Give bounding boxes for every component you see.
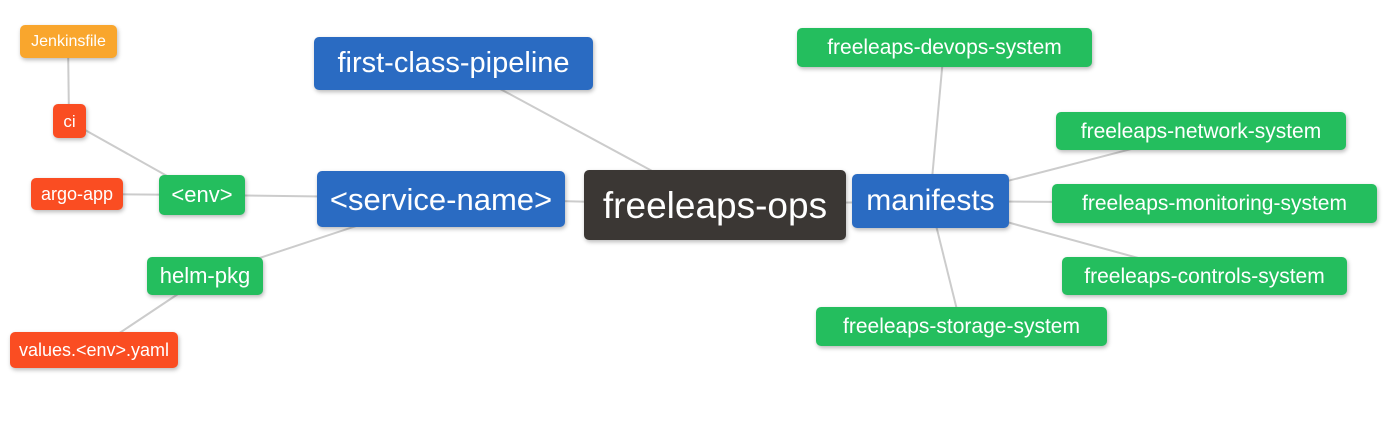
node-freeleaps-controls-system[interactable]: freeleaps-controls-system <box>1062 257 1347 295</box>
node-env[interactable]: <env> <box>159 175 245 215</box>
node-helm-pkg[interactable]: helm-pkg <box>147 257 263 295</box>
node-freeleaps-monitoring-system[interactable]: freeleaps-monitoring-system <box>1052 184 1377 223</box>
node-freeleaps-network-system[interactable]: freeleaps-network-system <box>1056 112 1346 150</box>
node-jenkinsfile[interactable]: Jenkinsfile <box>20 25 117 58</box>
node-freeleaps-storage-system[interactable]: freeleaps-storage-system <box>816 307 1107 346</box>
node-freeleaps-ops-root[interactable]: freeleaps-ops <box>584 170 846 240</box>
node-first-class-pipeline[interactable]: first-class-pipeline <box>314 37 593 90</box>
node-values-env-yaml[interactable]: values.<env>.yaml <box>10 332 178 368</box>
node-service-name[interactable]: <service-name> <box>317 171 565 227</box>
node-ci[interactable]: ci <box>53 104 86 138</box>
node-manifests[interactable]: manifests <box>852 174 1009 228</box>
node-freeleaps-devops-system[interactable]: freeleaps-devops-system <box>797 28 1092 67</box>
node-argo-app[interactable]: argo-app <box>31 178 123 210</box>
